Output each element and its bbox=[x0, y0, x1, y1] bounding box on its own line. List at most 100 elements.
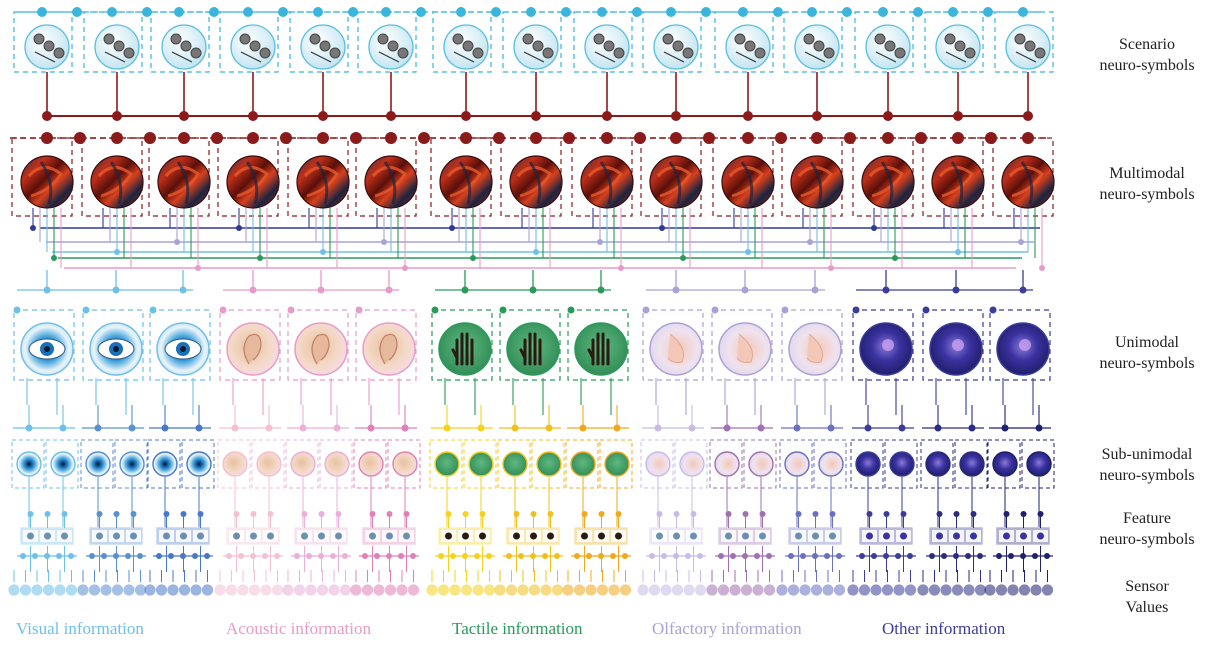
sensor-value-node bbox=[906, 585, 916, 595]
sensor-bus-dot bbox=[586, 553, 592, 559]
scenario-top-dot bbox=[209, 7, 219, 17]
sensor-value-node bbox=[575, 585, 585, 595]
sensor-bus-dot bbox=[730, 553, 736, 559]
multimodal-bus-dot bbox=[743, 111, 753, 121]
subunimodal-bus-dot bbox=[1002, 425, 1009, 432]
cross-modal-dot bbox=[807, 239, 813, 245]
sensor-value-node bbox=[976, 585, 986, 595]
unimodal-bus-dot bbox=[462, 287, 469, 294]
sensor-bus-dot bbox=[598, 553, 604, 559]
row-label-subunimodal: Sub-unimodal neuro-symbols bbox=[1080, 444, 1214, 486]
sensor-value-node bbox=[777, 585, 787, 595]
scenario-top-dot bbox=[913, 7, 923, 17]
unimodal-bus-dot bbox=[44, 287, 51, 294]
feature-dot bbox=[114, 511, 120, 517]
gear-icon bbox=[543, 48, 553, 58]
feature-ear-icon bbox=[301, 533, 308, 540]
multimodal-neuro-symbol-icon bbox=[791, 156, 843, 208]
subunimodal-bus-dot bbox=[444, 425, 451, 432]
feature-hand-icon bbox=[445, 533, 452, 540]
eye-pupil bbox=[180, 346, 186, 352]
sensor-bus-dot bbox=[410, 553, 416, 559]
subunimodal-hand-icon bbox=[537, 452, 561, 476]
cross-modal-dot bbox=[470, 255, 476, 261]
sensor-value-node bbox=[789, 585, 799, 595]
feature-dot bbox=[901, 511, 907, 517]
multimodal-bus-dot bbox=[42, 111, 52, 121]
sensor-bus-dot bbox=[953, 553, 959, 559]
multimodal-bus-dot bbox=[531, 111, 541, 121]
feature-dot bbox=[45, 511, 51, 517]
feature-other-sense-icon bbox=[936, 533, 943, 540]
sensor-value-node bbox=[941, 585, 951, 595]
sensor-value-node bbox=[730, 585, 740, 595]
subunimodal-bus-dot bbox=[969, 425, 976, 432]
row-label-subunimodal-line1: Sub-unimodal bbox=[1080, 444, 1214, 465]
gear-icon bbox=[804, 34, 814, 44]
subunimodal-ear-icon bbox=[359, 452, 383, 476]
feature-dot bbox=[62, 511, 68, 517]
sensor-value-node bbox=[684, 585, 694, 595]
unimodal-bus-dot bbox=[742, 287, 749, 294]
sensor-bus-dot bbox=[386, 553, 392, 559]
sensor-bus-dot bbox=[554, 553, 560, 559]
subunimodal-bus-dot bbox=[26, 425, 33, 432]
sensor-bus-dot bbox=[754, 553, 760, 559]
gear-icon bbox=[378, 34, 388, 44]
row-label-sensor: Sensor Values bbox=[1080, 576, 1214, 618]
sensor-bus-dot bbox=[250, 553, 256, 559]
multimodal-neuro-symbol-icon bbox=[932, 156, 984, 208]
unimodal-bus-dot bbox=[598, 287, 605, 294]
sensor-bus-dot bbox=[56, 553, 62, 559]
row-label-unimodal-line1: Unimodal bbox=[1080, 332, 1214, 353]
cross-modal-dot bbox=[257, 255, 263, 261]
sensor-value-node bbox=[439, 585, 449, 595]
gear-icon bbox=[398, 48, 408, 58]
subunimodal-bus-dot bbox=[828, 425, 835, 432]
subunimodal-ear-icon bbox=[257, 452, 281, 476]
sensor-bus-dot bbox=[137, 553, 143, 559]
feature-dot bbox=[1004, 511, 1010, 517]
sensor-bus-dot bbox=[1008, 553, 1014, 559]
gear-icon bbox=[240, 34, 250, 44]
sensor-bus-dot bbox=[342, 553, 348, 559]
sensor-value-node bbox=[696, 585, 706, 595]
feature-dot bbox=[404, 511, 410, 517]
sensor-value-node bbox=[306, 585, 316, 595]
feature-dot bbox=[548, 511, 554, 517]
unimodal-bus-dot bbox=[113, 287, 120, 294]
sensor-bus-dot bbox=[274, 553, 280, 559]
sensor-value-node bbox=[67, 585, 77, 595]
sensor-value-node bbox=[673, 585, 683, 595]
sensor-bus-dot bbox=[996, 553, 1002, 559]
subunimodal-hand-icon bbox=[503, 452, 527, 476]
gear-icon bbox=[955, 41, 965, 51]
sensor-bus-dot bbox=[168, 553, 174, 559]
feature-eye-icon bbox=[44, 533, 51, 540]
row-label-unimodal: Unimodal neuro-symbols bbox=[1080, 332, 1214, 374]
sensor-bus-dot bbox=[20, 553, 26, 559]
scenario-top-dot bbox=[348, 7, 358, 17]
sensor-bus-dot bbox=[125, 553, 131, 559]
subunimodal-nose-icon bbox=[680, 452, 704, 476]
sensor-value-node bbox=[215, 585, 225, 595]
sensor-value-node bbox=[609, 585, 619, 595]
sensor-value-node bbox=[168, 585, 178, 595]
gear-icon bbox=[191, 48, 201, 58]
gear-icon bbox=[1035, 48, 1045, 58]
sensor-value-node bbox=[238, 585, 248, 595]
sensor-value-node bbox=[953, 585, 963, 595]
subunimodal-bus-dot bbox=[60, 425, 67, 432]
sensor-value-node bbox=[530, 585, 540, 595]
subunimodal-bus-dot bbox=[95, 425, 102, 432]
modality-label-olfactory: Olfactory information bbox=[652, 619, 802, 639]
sensor-bus-dot bbox=[836, 553, 842, 559]
gear-icon bbox=[523, 34, 533, 44]
gear-icon bbox=[388, 41, 398, 51]
subunimodal-bus-dot bbox=[1036, 425, 1043, 432]
gear-icon bbox=[54, 48, 64, 58]
unimodal-bus-dot bbox=[673, 287, 680, 294]
feature-dot bbox=[336, 511, 342, 517]
sensor-bus-dot bbox=[766, 553, 772, 559]
